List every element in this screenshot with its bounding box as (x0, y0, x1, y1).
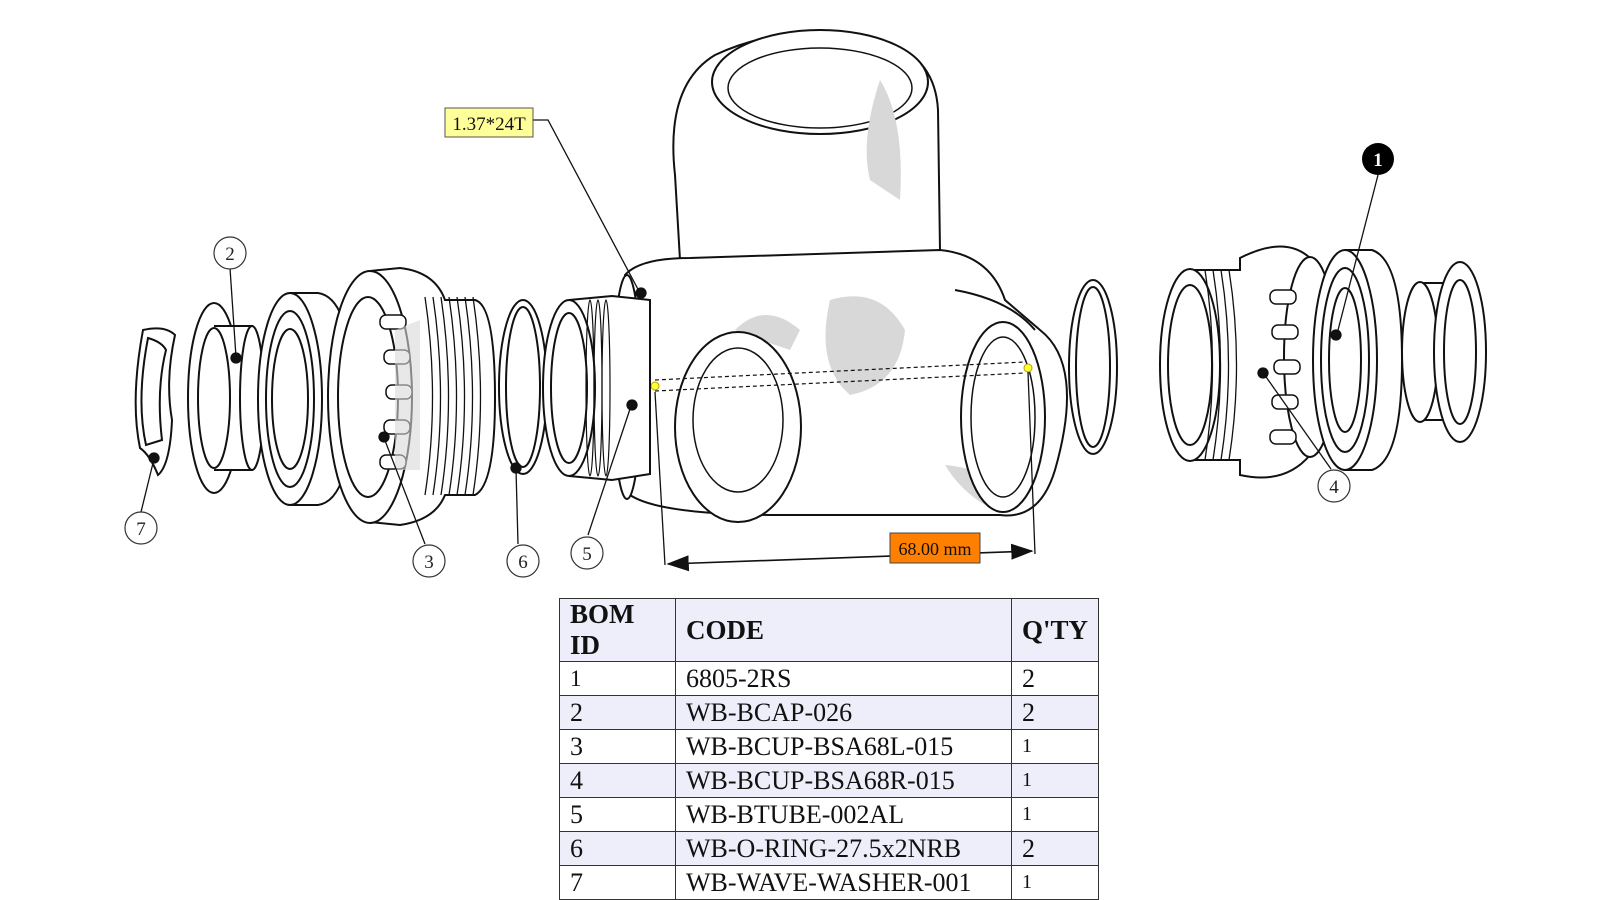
o-ring-left-part (498, 299, 548, 475)
bom-cell-id: 6 (559, 831, 676, 866)
thread-spec-text: 1.37*24T (452, 114, 526, 135)
callout-bubbles: 1 2 3 4 5 6 7 (124, 143, 1394, 578)
callout-6-label: 6 (518, 552, 528, 573)
callout-4-label: 4 (1329, 477, 1339, 498)
bom-header-qty: Q'TY (1010, 598, 1100, 662)
o-ring-right-part (1068, 279, 1118, 455)
bom-cell-id: 7 (559, 865, 676, 900)
bom-cell-code: WB-BCUP-BSA68L-015 (675, 729, 1012, 764)
callout-3: 3 (412, 544, 446, 578)
bom-cell-code: WB-BCUP-BSA68R-015 (675, 763, 1012, 798)
bottom-bracket-cup-left-part (327, 266, 497, 527)
bearing-cap-right-part (1401, 261, 1487, 443)
bom-row: 5 WB-BTUBE-002AL 1 (559, 797, 1100, 832)
callout-5: 5 (570, 536, 604, 570)
leader-lines (140, 119, 1379, 545)
bom-cell-id: 5 (559, 797, 676, 832)
bom-header-row: BOM ID CODE Q'TY (559, 598, 1100, 662)
bom-row: 7 WB-WAVE-WASHER-001 1 (559, 865, 1100, 900)
callout-1-label: 1 (1373, 150, 1383, 171)
callout-2: 2 (213, 236, 247, 270)
bom-cell-qty: 2 (1010, 661, 1100, 696)
callout-3-label: 3 (424, 552, 434, 573)
bom-cell-qty: 1 (1010, 797, 1100, 832)
callout-7: 7 (124, 511, 158, 545)
bom-cell-qty: 1 (1010, 729, 1100, 764)
shell-width-dimension: 68.00 mm (654, 371, 1036, 572)
callout-4: 4 (1317, 469, 1351, 503)
bom-cell-code: 6805-2RS (675, 661, 1012, 696)
bom-cell-id: 4 (559, 763, 676, 798)
bom-row: 6 WB-O-RING-27.5x2NRB 2 (559, 831, 1100, 866)
bottom-bracket-tube-part (542, 294, 651, 482)
bom-cell-id: 3 (559, 729, 676, 764)
bom-table: BOM ID CODE Q'TY 1 6805-2RS 2 2 WB-BCAP-… (559, 598, 1100, 900)
bom-cell-code: WB-BCAP-026 (675, 695, 1012, 730)
callout-7-label: 7 (136, 519, 146, 540)
bearing-cap-left-part (187, 302, 265, 494)
bearing-right-part (1312, 249, 1404, 471)
callout-2-label: 2 (225, 244, 235, 265)
callout-6: 6 (506, 544, 540, 578)
bom-row: 1 6805-2RS 2 (559, 661, 1100, 696)
bom-cell-qty: 1 (1010, 865, 1100, 900)
bom-cell-qty: 2 (1010, 831, 1100, 866)
bottom-bracket-cup-right-part (1159, 245, 1337, 479)
wave-washer-part (134, 327, 177, 477)
bom-row: 3 WB-BCUP-BSA68L-015 1 (559, 729, 1100, 764)
bottom-bracket-shell (612, 29, 1068, 523)
bom-cell-id: 2 (559, 695, 676, 730)
bom-cell-id: 1 (559, 661, 676, 696)
callout-1: 1 (1362, 143, 1394, 175)
thread-spec-label: 1.37*24T (444, 107, 534, 138)
bom-cell-code: WB-O-RING-27.5x2NRB (675, 831, 1012, 866)
bom-header-code: CODE (675, 598, 1012, 662)
bom-row: 2 WB-BCAP-026 2 (559, 695, 1100, 730)
shell-width-text: 68.00 mm (898, 539, 971, 559)
callout-5-label: 5 (582, 544, 592, 565)
bom-cell-qty: 1 (1010, 763, 1100, 798)
bom-header-id: BOM ID (559, 598, 676, 662)
bom-cell-code: WB-BTUBE-002AL (675, 797, 1012, 832)
bom-cell-code: WB-WAVE-WASHER-001 (675, 865, 1012, 900)
bom-cell-qty: 2 (1010, 695, 1100, 730)
bom-row: 4 WB-BCUP-BSA68R-015 1 (559, 763, 1100, 798)
